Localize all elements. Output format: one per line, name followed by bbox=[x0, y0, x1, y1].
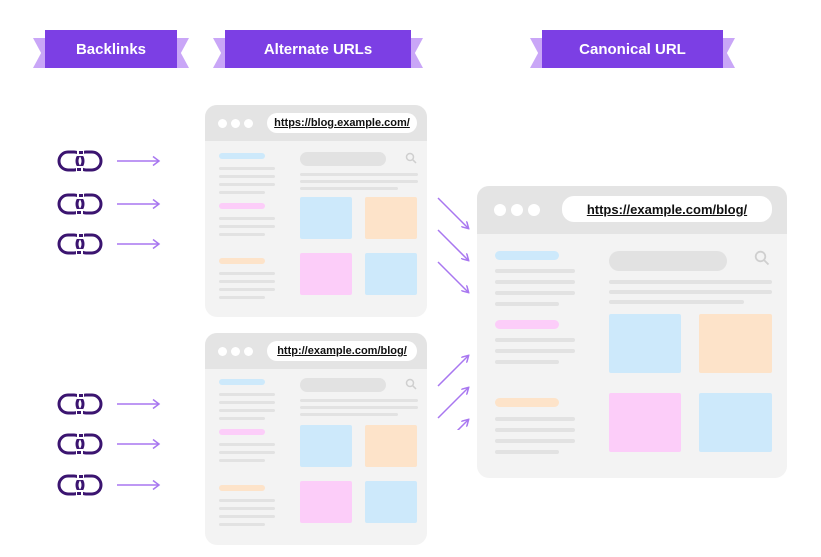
arrow-down-right-icon bbox=[437, 229, 468, 260]
search-icon[interactable] bbox=[405, 378, 417, 390]
window-dot bbox=[218, 119, 227, 128]
arrow-right-icon bbox=[117, 198, 161, 210]
url-bar[interactable]: https://blog.example.com/ bbox=[267, 113, 417, 133]
window-dot bbox=[494, 204, 506, 216]
link-icon bbox=[57, 232, 103, 256]
link-icon bbox=[57, 432, 103, 456]
search-icon[interactable] bbox=[754, 250, 770, 266]
alternate-urls-ribbon: Alternate URLs bbox=[213, 30, 423, 78]
arrow-down-right-icon bbox=[437, 197, 468, 228]
search-icon[interactable] bbox=[405, 152, 417, 164]
url-bar[interactable]: https://example.com/blog/ bbox=[562, 196, 772, 222]
arrow-up-right-icon bbox=[456, 420, 468, 430]
alternate-browser-2: http://example.com/blog/ bbox=[205, 333, 427, 545]
link-icon bbox=[57, 392, 103, 416]
arrow-up-right-icon bbox=[437, 356, 468, 387]
arrow-right-icon bbox=[117, 155, 161, 167]
window-dot bbox=[244, 119, 253, 128]
window-dot bbox=[231, 347, 240, 356]
arrow-right-icon bbox=[117, 479, 161, 491]
arrow-down-right-icon bbox=[437, 261, 468, 292]
arrow-up-right-icon bbox=[437, 388, 468, 419]
search-field[interactable] bbox=[609, 251, 727, 271]
search-field[interactable] bbox=[300, 152, 386, 166]
canonical-url-label: Canonical URL bbox=[542, 30, 723, 68]
backlinks-label: Backlinks bbox=[45, 30, 177, 68]
window-dot bbox=[218, 347, 227, 356]
window-dot bbox=[244, 347, 253, 356]
canonical-url-ribbon: Canonical URL bbox=[530, 30, 735, 78]
url-bar[interactable]: http://example.com/blog/ bbox=[267, 341, 417, 361]
arrow-right-icon bbox=[117, 398, 161, 410]
window-dot bbox=[511, 204, 523, 216]
arrow-right-icon bbox=[117, 438, 161, 450]
backlinks-ribbon: Backlinks bbox=[33, 30, 189, 78]
link-icon bbox=[57, 473, 103, 497]
alternate-browser-1: https://blog.example.com/ bbox=[205, 105, 427, 317]
arrow-right-icon bbox=[117, 238, 161, 250]
link-icon bbox=[57, 149, 103, 173]
search-field[interactable] bbox=[300, 378, 386, 392]
redirect-arrows bbox=[437, 197, 480, 430]
alternate-urls-label: Alternate URLs bbox=[225, 30, 411, 68]
window-dot bbox=[231, 119, 240, 128]
link-icon bbox=[57, 192, 103, 216]
window-dot bbox=[528, 204, 540, 216]
canonical-browser: https://example.com/blog/ bbox=[477, 186, 787, 478]
